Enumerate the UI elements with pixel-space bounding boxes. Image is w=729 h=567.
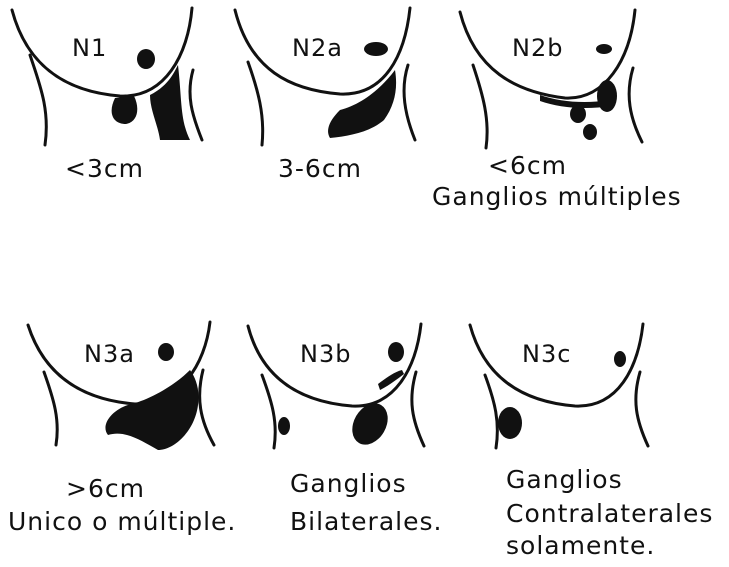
stage-label-n2b: N2b [512, 36, 563, 60]
caption-n2b-line2: Ganglios múltiples [432, 183, 682, 212]
caption-n3a-line1: >6cm [66, 475, 145, 504]
caption-n3c-line3: solamente. [506, 532, 655, 561]
caption-n3c-line2: Contralaterales [506, 500, 713, 529]
stage-label-n3c: N3c [522, 342, 571, 366]
caption-n2b-line1: <6cm [488, 152, 567, 181]
caption-n1-line1: <3cm [65, 155, 144, 184]
caption-n2a-line1: 3-6cm [278, 155, 362, 184]
caption-n3c-line1: Ganglios [506, 466, 623, 495]
stage-label-n3b: N3b [300, 342, 351, 366]
neck-outline-n2a [235, 8, 415, 145]
stage-label-n1: N1 [72, 36, 107, 60]
caption-n3b-line2: Bilaterales. [290, 508, 442, 537]
caption-n3a-line2: Unico o múltiple. [8, 508, 236, 537]
caption-n3b-line1: Ganglios [290, 470, 407, 499]
stage-label-n3a: N3a [84, 342, 135, 366]
stage-label-n2a: N2a [292, 36, 343, 60]
lymph-node-n1 [112, 49, 190, 140]
neck-outline-n2b [460, 10, 642, 148]
